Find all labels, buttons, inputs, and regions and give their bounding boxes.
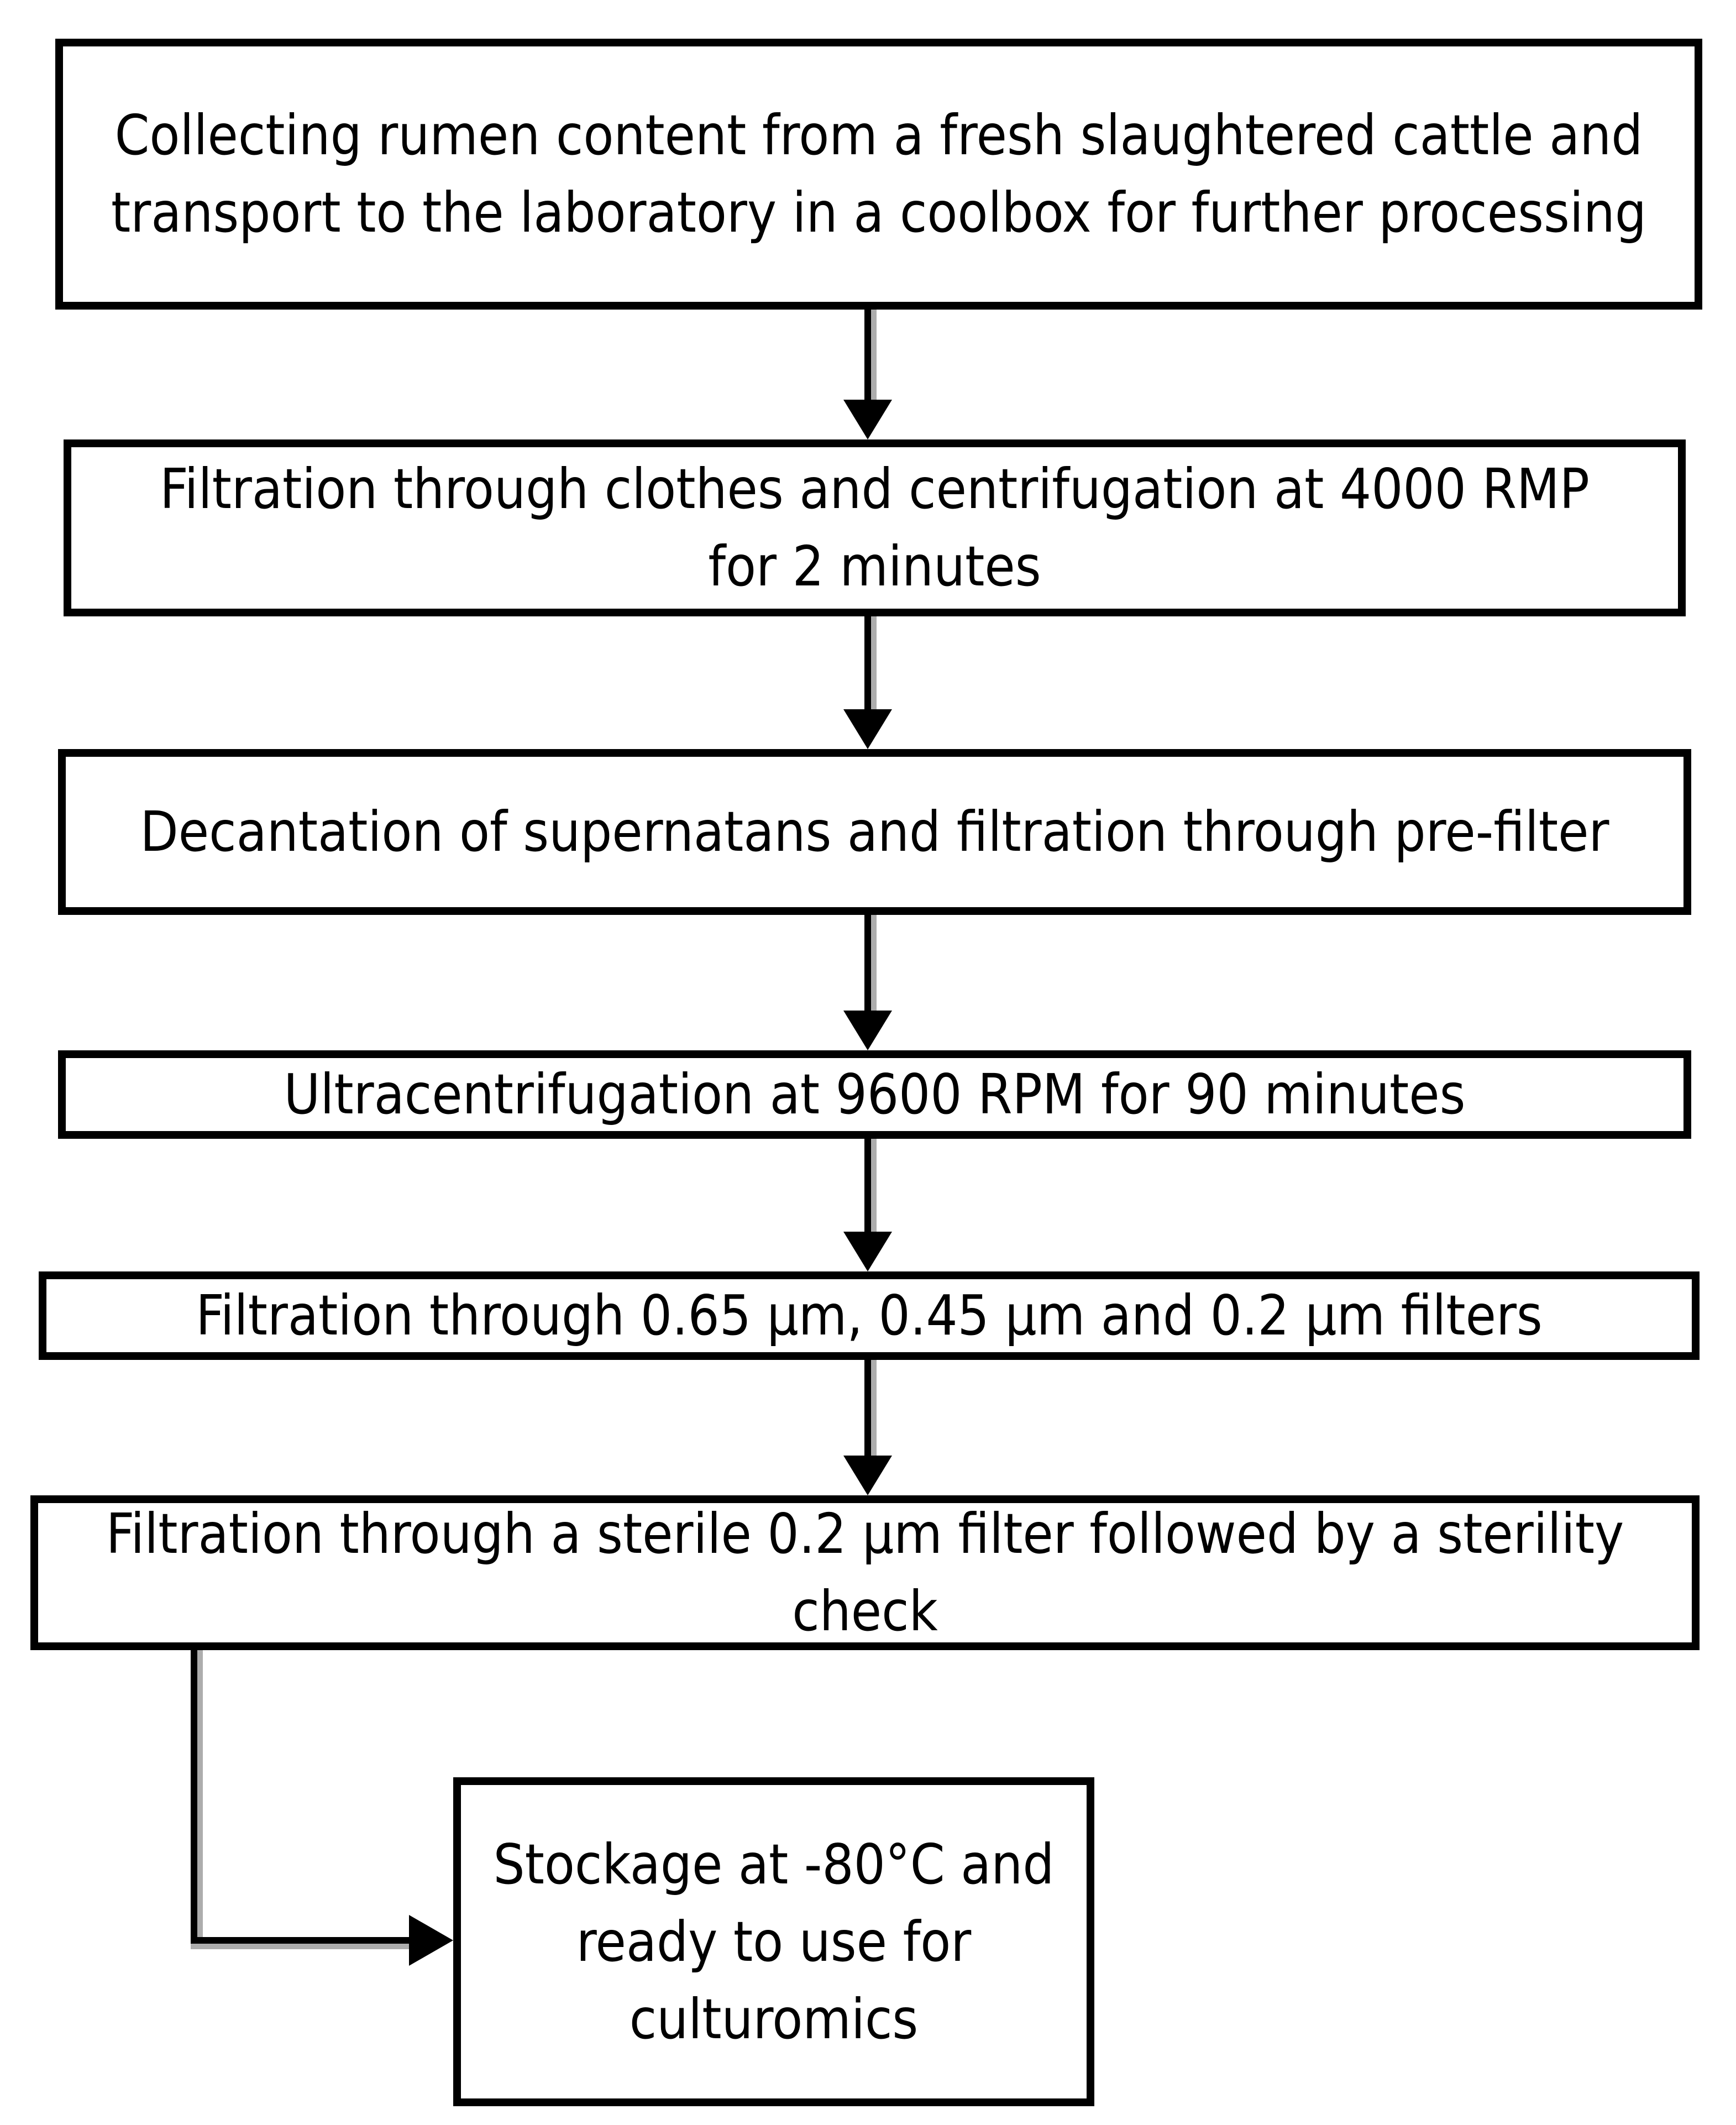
flow-step-7-label: Stockage at -80°C and ready to use for c…: [493, 1831, 1055, 2051]
flow-step-2: Filtration through clothes and centrifug…: [64, 439, 1686, 616]
arrowhead-down-icon: [843, 1232, 892, 1271]
connector-line-4-5: [864, 1139, 871, 1233]
connector-line-2-3: [864, 616, 871, 711]
flow-step-7: Stockage at -80°C and ready to use for c…: [453, 1777, 1094, 2106]
flow-step-3-label: Decantation of supernatans and filtratio…: [140, 799, 1609, 864]
connector-elbow-vertical-6-7: [191, 1650, 197, 1944]
arrowhead-down-icon: [843, 1011, 892, 1050]
flow-step-3: Decantation of supernatans and filtratio…: [58, 749, 1691, 915]
connector-line-5-6: [864, 1360, 871, 1457]
arrowhead-down-icon: [843, 709, 892, 749]
flow-step-2-label: Filtration through clothes and centrifug…: [160, 457, 1590, 599]
arrowhead-right-icon: [409, 1915, 453, 1966]
flow-step-5-label: Filtration through 0.65 μm, 0.45 μm and …: [196, 1283, 1543, 1348]
connector-line-1-2: [864, 310, 871, 401]
arrowhead-down-icon: [843, 1456, 892, 1495]
connector-line-3-4: [864, 915, 871, 1012]
flow-step-6: Filtration through a sterile 0.2 μm filt…: [30, 1495, 1700, 1650]
flow-step-6-label: Filtration through a sterile 0.2 μm filt…: [106, 1501, 1624, 1644]
flow-step-1-label: Collecting rumen content from a fresh sl…: [111, 103, 1647, 245]
arrowhead-down-icon: [843, 400, 892, 439]
flow-step-1: Collecting rumen content from a fresh sl…: [55, 39, 1702, 310]
flow-step-5: Filtration through 0.65 μm, 0.45 μm and …: [39, 1271, 1700, 1360]
connector-elbow-horizontal-6-7: [191, 1937, 412, 1944]
flow-step-4-label: Ultracentrifugation at 9600 RPM for 90 m…: [284, 1062, 1466, 1127]
flow-step-4: Ultracentrifugation at 9600 RPM for 90 m…: [58, 1050, 1691, 1139]
